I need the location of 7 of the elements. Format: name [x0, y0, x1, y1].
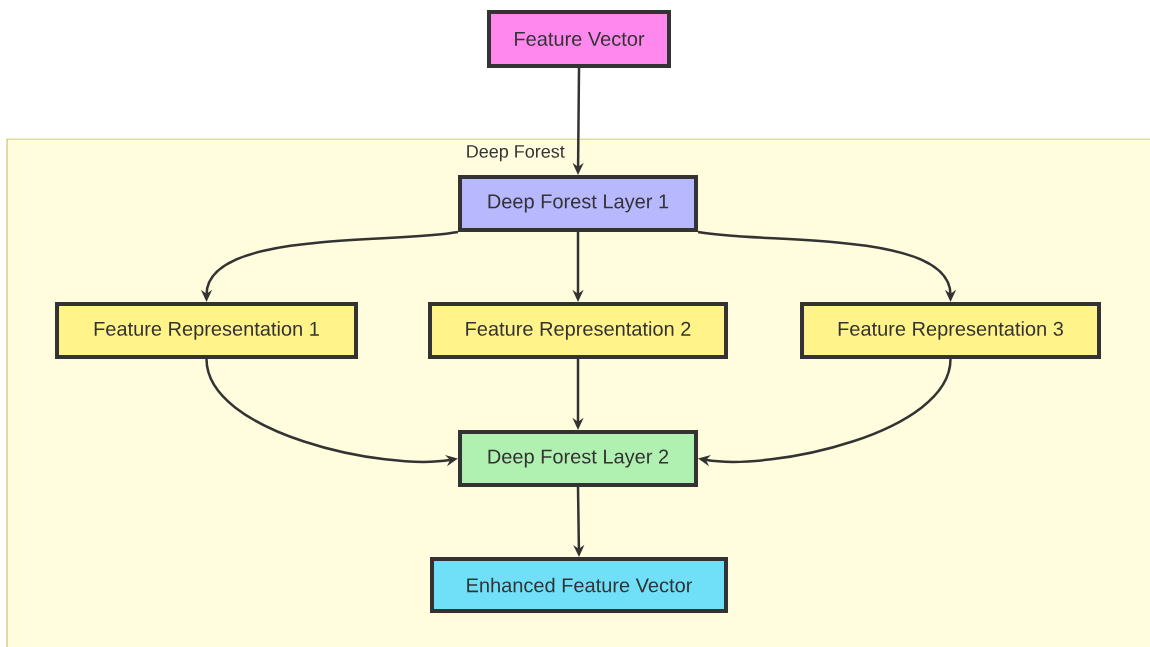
process-box: Feature Representation 1 — [55, 302, 358, 359]
process-box: Enhanced Feature Vector — [430, 557, 728, 613]
process-box: Feature Vector — [487, 10, 671, 68]
process-box: Feature Representation 2 — [428, 302, 728, 359]
process-box: Deep Forest Layer 2 — [458, 430, 698, 487]
process-box: Feature Representation 3 — [800, 302, 1101, 359]
process-box: Deep Forest Layer 1 — [458, 175, 698, 232]
